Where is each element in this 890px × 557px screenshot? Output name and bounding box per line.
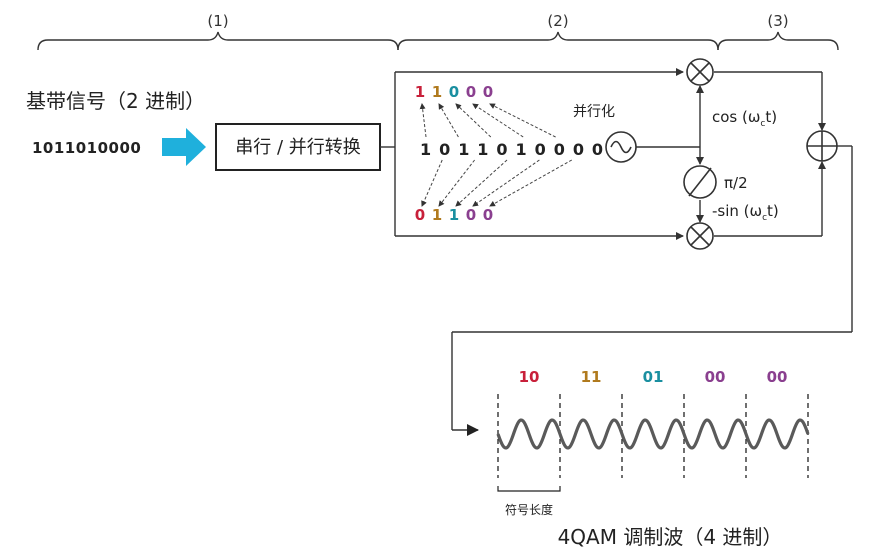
- split-arrow: [455, 103, 492, 138]
- baseband-title: 基带信号（2 进制）: [26, 89, 205, 113]
- split-arrow: [489, 103, 556, 138]
- split-arrow: [421, 159, 443, 207]
- waveform-section: 10 11 01 00 00 符号长度: [496, 368, 810, 517]
- symbol-length-label: 符号长度: [505, 502, 553, 517]
- oscillator-icon: [605, 131, 637, 163]
- q-bit: 0: [415, 206, 425, 224]
- symbol-label: 11: [581, 368, 602, 386]
- q-bit: 1: [449, 206, 459, 224]
- mixer-q-icon: [686, 222, 714, 250]
- cos-label: cos (ωct): [712, 108, 777, 129]
- output-title: 4QAM 调制波（4 进制）: [558, 525, 783, 549]
- modulated-wave: [496, 418, 810, 450]
- input-arrow-icon: [162, 128, 206, 166]
- sin-label: -sin (ωct): [712, 202, 779, 223]
- converter-label: 串行 / 并行转换: [235, 137, 361, 158]
- symbol-label: 00: [767, 368, 788, 386]
- brace-3: [717, 31, 839, 51]
- split-arrow: [489, 159, 573, 207]
- serial-bits: 1 0 1 1 0 1 0 0 0 0: [420, 140, 604, 159]
- mixer-i-icon: [686, 58, 714, 86]
- brace-1: [37, 31, 399, 51]
- input-bits: 1011010000: [32, 139, 141, 157]
- q-bit: 0: [466, 206, 476, 224]
- symbol-length-bracket: [497, 486, 561, 492]
- split-arrow: [419, 103, 427, 138]
- q-bit: 1: [432, 206, 442, 224]
- split-arrow: [455, 159, 508, 207]
- split-arrows: [419, 103, 573, 207]
- i-bit: 1: [415, 83, 425, 101]
- split-arrow: [438, 103, 459, 138]
- split-arrow: [438, 159, 475, 207]
- i-bit: 1: [432, 83, 442, 101]
- i-bit: 0: [449, 83, 459, 101]
- split-arrow: [472, 103, 524, 138]
- symbol-label: 10: [519, 368, 540, 386]
- parallel-label: 并行化: [573, 104, 615, 120]
- section-label-3: (3): [767, 12, 788, 30]
- adder-icon: [806, 130, 838, 162]
- section-braces: [37, 31, 839, 51]
- converter-box: [215, 123, 381, 171]
- section-label-1: (1): [207, 12, 228, 30]
- symbol-label: 00: [705, 368, 726, 386]
- symbol-label: 01: [643, 368, 664, 386]
- q-bit: 0: [483, 206, 493, 224]
- i-bit: 0: [483, 83, 493, 101]
- i-bit: 0: [466, 83, 476, 101]
- phase-shifter-icon: [683, 165, 717, 199]
- signal-paths: [380, 68, 853, 436]
- phase-label: π/2: [724, 174, 748, 192]
- section-label-2: (2): [547, 12, 568, 30]
- brace-2: [397, 31, 719, 51]
- split-arrow: [472, 159, 540, 207]
